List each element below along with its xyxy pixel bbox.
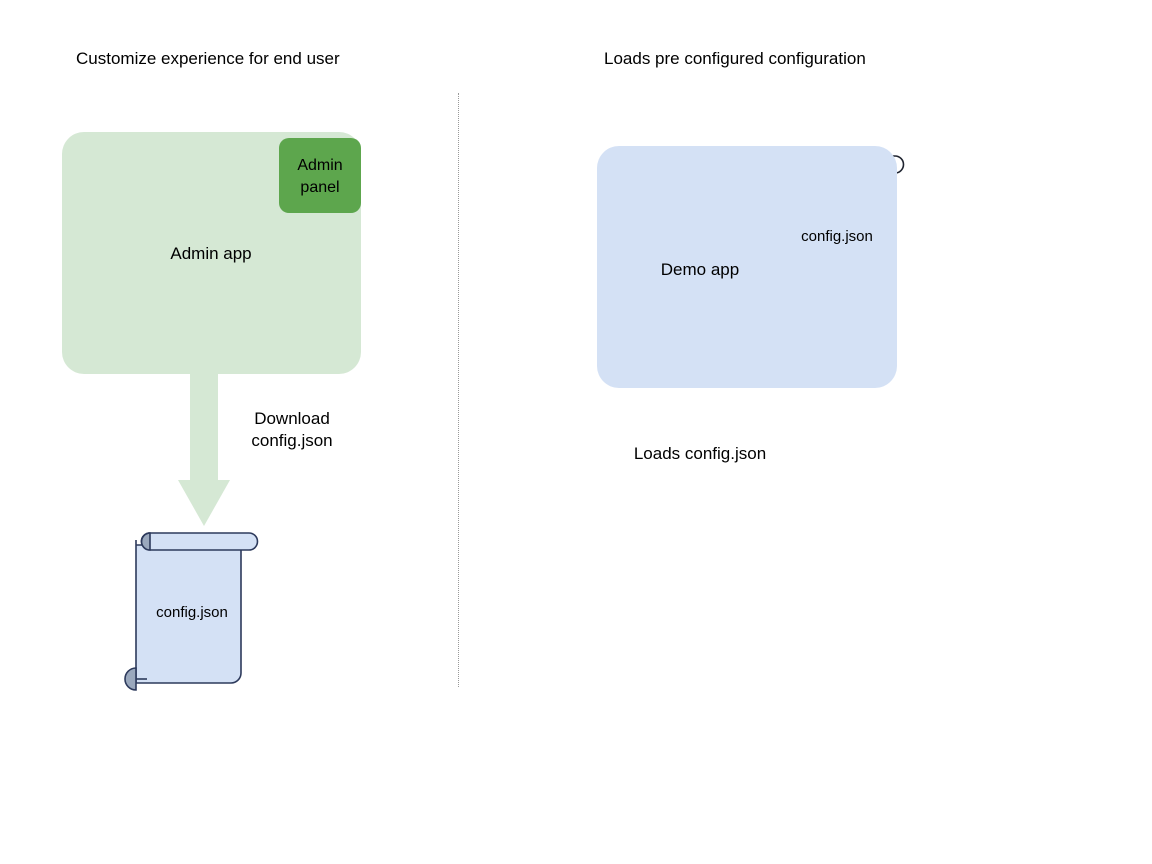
demo-app-box <box>597 146 897 388</box>
loads-config-caption: Loads config.json <box>633 444 767 463</box>
config-json-label-left: config.json <box>156 604 228 621</box>
admin-panel-label-line1: Admin <box>297 157 343 174</box>
section-title-right: Loads pre configured configuration <box>604 49 866 68</box>
download-arrow-label: Download config.json <box>251 408 332 452</box>
admin-app-label: Admin app <box>170 244 252 263</box>
admin-panel-badge[interactable] <box>279 138 361 213</box>
admin-panel-badge-label: Admin panel <box>297 155 342 199</box>
admin-panel-label-line2: panel <box>300 179 340 196</box>
section-title-left: Customize experience for end user <box>76 49 340 68</box>
download-arrow <box>178 366 230 526</box>
download-arrow-label-line2: config.json <box>251 431 333 450</box>
config-json-label-right: config.json <box>801 228 873 245</box>
download-arrow-label-line1: Download <box>254 409 330 428</box>
vertical-dotted-divider <box>458 93 459 687</box>
demo-app-label: Demo app <box>660 260 740 279</box>
